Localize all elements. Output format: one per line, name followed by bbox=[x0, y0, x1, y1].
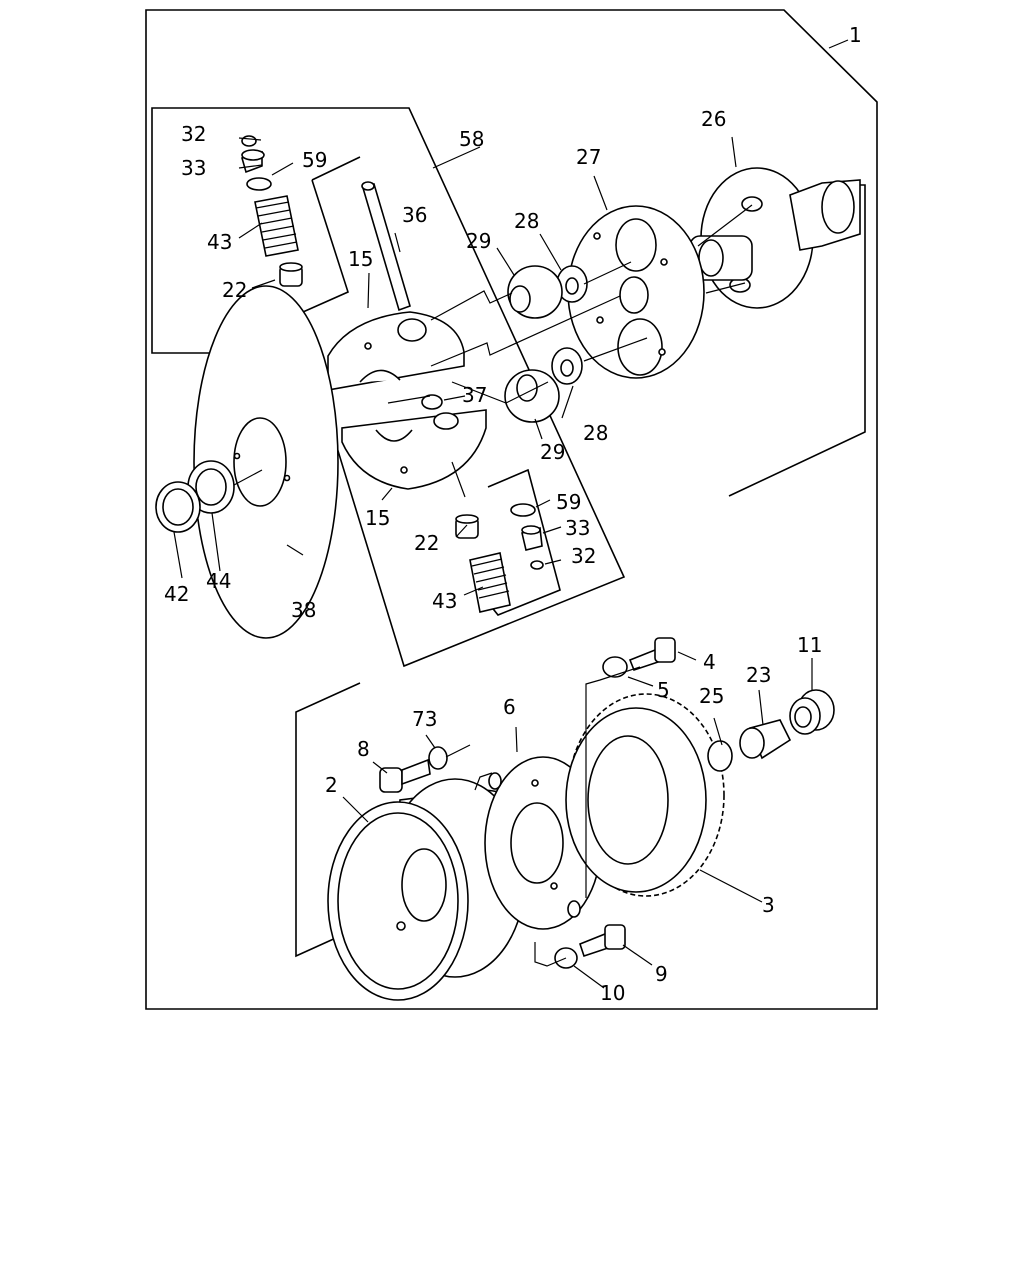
part-33-retainer-upper bbox=[241, 149, 265, 174]
part-15-weight-lower bbox=[341, 409, 487, 490]
callout-33b: 33 bbox=[565, 516, 590, 540]
part-5-washer bbox=[602, 656, 628, 678]
callout-labels: 1234568910111515222223252627282829293232… bbox=[164, 23, 862, 1005]
callout-43a: 43 bbox=[207, 230, 232, 254]
callout-28b: 28 bbox=[583, 421, 608, 445]
part-4-bolt bbox=[628, 637, 676, 671]
assembly-frame bbox=[145, 9, 878, 1010]
callout-10: 10 bbox=[600, 981, 625, 1005]
callout-42: 42 bbox=[164, 582, 189, 606]
callout-9: 9 bbox=[655, 962, 668, 986]
callout-43b: 43 bbox=[432, 589, 457, 613]
callout-2: 2 bbox=[325, 773, 338, 797]
callout-25: 25 bbox=[699, 684, 724, 708]
callout-22b: 22 bbox=[414, 531, 439, 555]
part-26-flange-shaft bbox=[689, 167, 861, 309]
part-36-pin bbox=[361, 181, 411, 312]
callout-29a: 29 bbox=[466, 229, 491, 253]
part-3-gear bbox=[565, 693, 725, 897]
callout-36: 36 bbox=[402, 203, 427, 227]
callout-15b: 15 bbox=[365, 506, 390, 530]
callout-28a: 28 bbox=[514, 209, 539, 233]
callout-11: 11 bbox=[797, 633, 822, 657]
part-42-snap-ring bbox=[155, 481, 201, 533]
part-11-plug bbox=[789, 689, 835, 735]
part-38-disc bbox=[193, 285, 339, 639]
part-59-washer-upper bbox=[246, 177, 272, 191]
part-33-retainer-lower bbox=[521, 525, 543, 551]
bracket-lower-right bbox=[487, 468, 561, 616]
callout-44: 44 bbox=[206, 569, 231, 593]
callout-32a: 32 bbox=[181, 122, 206, 146]
callout-4: 4 bbox=[703, 650, 716, 674]
callout-33a: 33 bbox=[181, 156, 206, 180]
callout-58: 58 bbox=[459, 127, 484, 151]
callout-73: 73 bbox=[412, 707, 437, 731]
callout-23: 23 bbox=[746, 663, 771, 687]
part-73-washer bbox=[428, 746, 448, 770]
callout-26: 26 bbox=[701, 107, 726, 131]
callout-5: 5 bbox=[657, 678, 670, 702]
callout-27: 27 bbox=[576, 145, 601, 169]
callout-59b: 59 bbox=[556, 490, 581, 514]
callout-29b: 29 bbox=[540, 440, 565, 464]
part-43-spring-lower bbox=[469, 552, 511, 613]
callout-15a: 15 bbox=[348, 247, 373, 271]
subassembly-58-outline bbox=[151, 107, 626, 668]
bracket-upper-left bbox=[294, 156, 361, 313]
part-37-pin bbox=[421, 394, 443, 410]
part-22-cap-upper bbox=[279, 262, 303, 287]
callout-38: 38 bbox=[291, 598, 316, 622]
axis-lines bbox=[233, 204, 753, 967]
part-27-plate bbox=[567, 205, 705, 379]
callout-3: 3 bbox=[762, 893, 775, 917]
part-28-bushing-lower bbox=[551, 347, 583, 385]
part-43-spring-upper bbox=[254, 195, 299, 257]
part-59-washer-lower bbox=[510, 503, 536, 517]
callout-37: 37 bbox=[462, 383, 487, 407]
part-29-roller-lower bbox=[504, 369, 560, 423]
callout-32b: 32 bbox=[571, 544, 596, 568]
callout-6: 6 bbox=[503, 695, 516, 719]
part-29-roller-upper bbox=[507, 265, 563, 319]
part-32-nut-upper bbox=[241, 135, 257, 147]
part-32-nut-lower bbox=[530, 560, 544, 570]
callout-8: 8 bbox=[357, 737, 370, 761]
part-9-bolt bbox=[579, 924, 626, 958]
part-22-cap-lower bbox=[455, 514, 479, 539]
callout-22a: 22 bbox=[222, 278, 247, 302]
callout-1: 1 bbox=[849, 23, 862, 47]
part-15-weight-upper bbox=[327, 311, 465, 391]
part-25-ring bbox=[707, 740, 733, 772]
part-8-bolt bbox=[379, 758, 431, 793]
callout-59a: 59 bbox=[302, 148, 327, 172]
part-23-bushing bbox=[739, 719, 792, 760]
leader-lines bbox=[173, 39, 849, 989]
